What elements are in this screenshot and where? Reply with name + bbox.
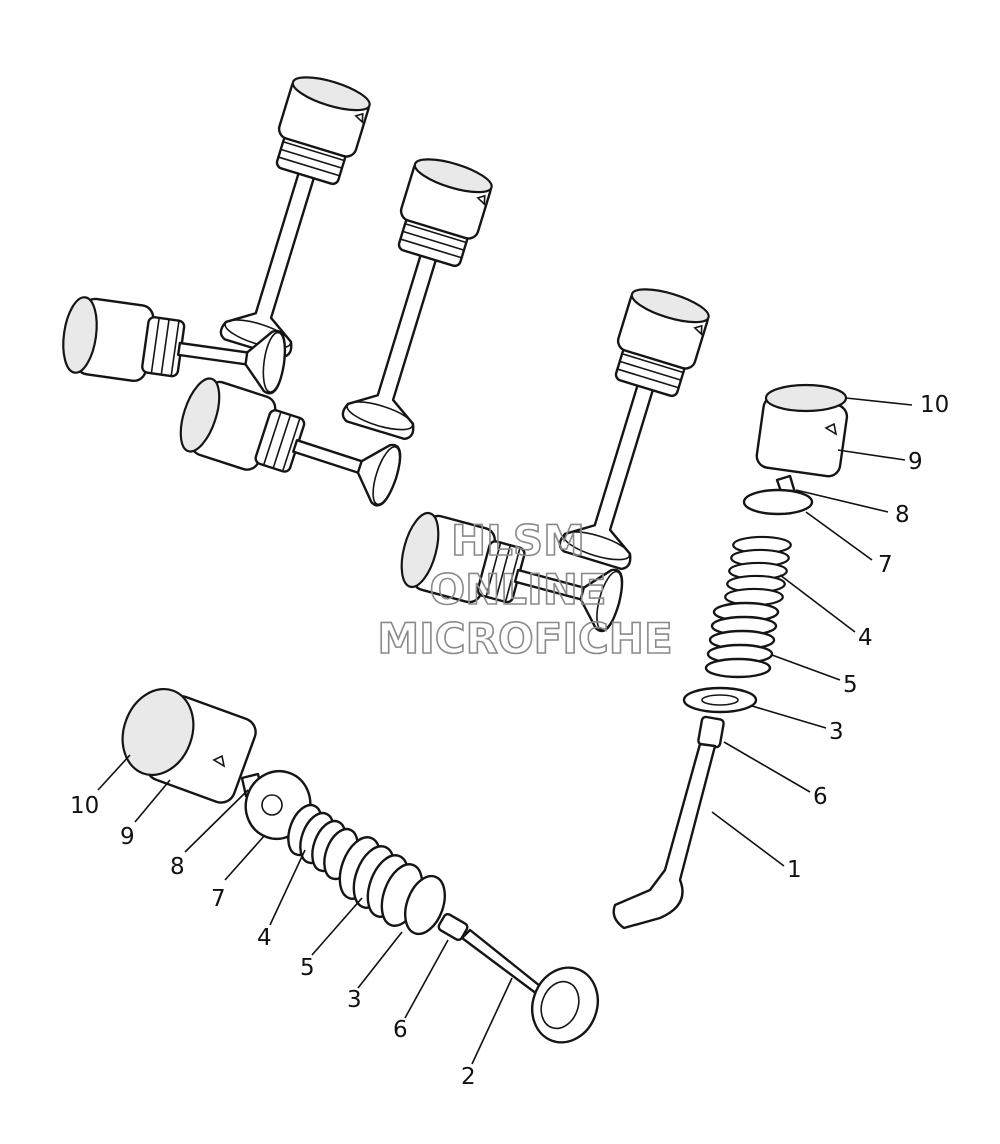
valve-assembly-upper-2 [336, 151, 497, 444]
leader-lines-left [97, 754, 513, 1065]
bucket-tappet-right [755, 383, 849, 478]
valve-spring-outer-right [704, 601, 780, 679]
callout-left-4: 4 [257, 925, 272, 951]
watermark-line1: HLSM [451, 516, 585, 565]
callout-left-2: 2 [461, 1064, 476, 1090]
callout-left-8: 8 [170, 854, 185, 880]
callout-right-6: 6 [813, 784, 828, 810]
valve-assembly-left-1 [57, 293, 291, 403]
spring-retainer-right [742, 488, 814, 516]
valve-right [612, 742, 717, 930]
valve-spring-inner-right [724, 535, 792, 607]
callout-right-10: 10 [920, 392, 949, 418]
callout-left-9: 9 [120, 824, 135, 850]
leader-lines-right [711, 397, 913, 867]
valve-stem-seal-left [437, 912, 469, 942]
callout-right-3: 3 [829, 719, 844, 745]
callout-right-9: 9 [908, 449, 923, 475]
callout-left-7: 7 [211, 886, 226, 912]
spring-seat-right [682, 686, 758, 714]
valve-assembly-left-2 [171, 372, 409, 516]
callout-left-5: 5 [300, 955, 315, 981]
spring-seat-left [404, 874, 446, 936]
watermark-line2: ONLINE [429, 565, 606, 614]
callout-right-8: 8 [895, 502, 910, 528]
callouts-right: 10 9 8 7 4 5 3 6 1 [787, 392, 949, 883]
valve-stem-seal-right [697, 715, 725, 749]
callout-right-7: 7 [878, 552, 893, 578]
callout-left-10: 10 [70, 793, 99, 819]
valve-left [460, 928, 599, 1044]
exploded-valve-left [121, 687, 599, 1044]
callout-right-1: 1 [787, 857, 802, 883]
callout-right-4: 4 [858, 625, 873, 651]
valve-assembly-upper-1 [214, 69, 375, 362]
valve-spring-inner-left [287, 803, 359, 881]
callout-left-6: 6 [393, 1017, 408, 1043]
watermark: HLSM ONLINE MICROFICHE [377, 515, 674, 664]
callout-left-3: 3 [347, 987, 362, 1013]
bucket-tappet-left [121, 687, 257, 804]
callouts-left: 10 9 8 7 4 5 3 6 2 [70, 793, 476, 1090]
callout-right-5: 5 [843, 672, 858, 698]
watermark-line3: MICROFICHE [377, 614, 672, 663]
